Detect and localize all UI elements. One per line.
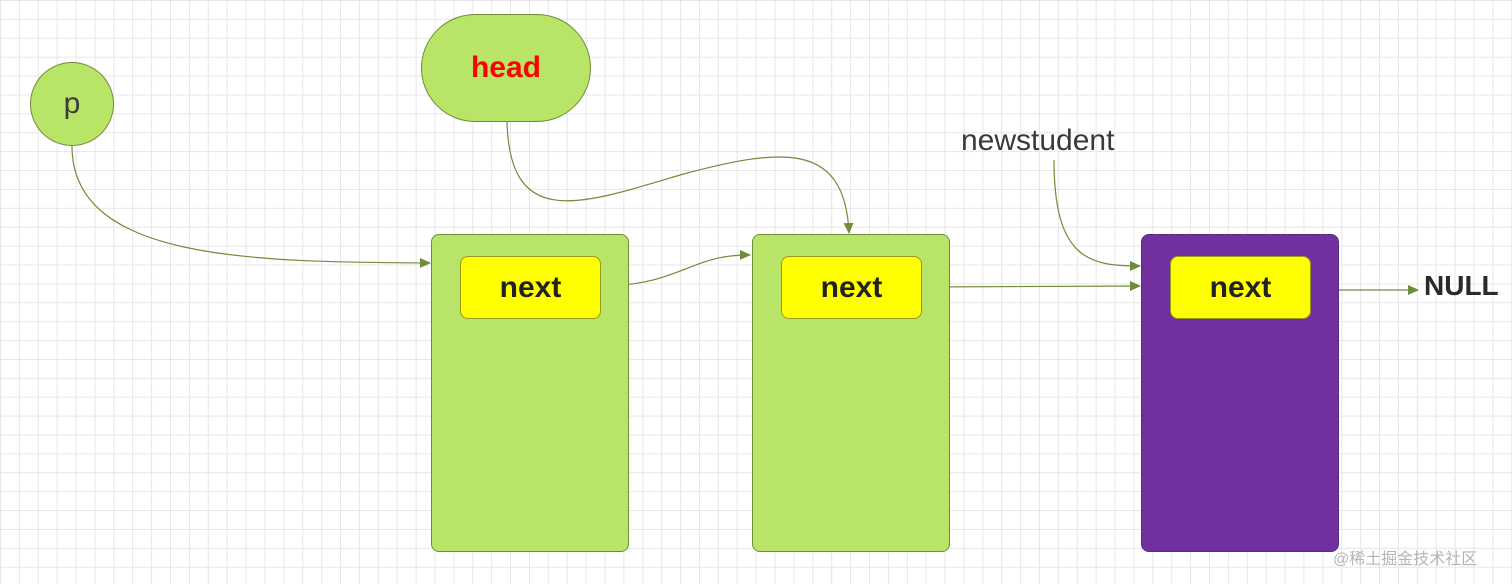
pointer-head-label: head xyxy=(470,51,542,84)
list-node-1: next xyxy=(431,234,629,552)
list-node-newstudent: next xyxy=(1141,234,1339,552)
node-1-next-field: next xyxy=(460,256,601,319)
node-3-next-field: next xyxy=(1170,256,1311,319)
arrow-p-to-node1 xyxy=(71,145,431,268)
pointer-p-label: p xyxy=(63,87,81,120)
node-2-next-field: next xyxy=(781,256,922,319)
arrow-head-to-node2 xyxy=(506,121,854,234)
arrow-node2-next-to-node3 xyxy=(919,281,1141,292)
pointer-head: head xyxy=(421,14,591,122)
null-terminal-label: NULL xyxy=(1424,270,1499,301)
pointer-newstudent-label: newstudent xyxy=(961,124,1115,157)
node-1-next-label: next xyxy=(499,270,562,304)
pointer-p: p xyxy=(30,62,114,146)
node-3-next-label: next xyxy=(1209,270,1272,304)
arrow-newstudent-to-node3 xyxy=(1053,159,1141,271)
list-node-2: next xyxy=(752,234,950,552)
node-2-next-label: next xyxy=(820,270,883,304)
watermark-text: @稀土掘金技术社区 xyxy=(1333,551,1478,568)
